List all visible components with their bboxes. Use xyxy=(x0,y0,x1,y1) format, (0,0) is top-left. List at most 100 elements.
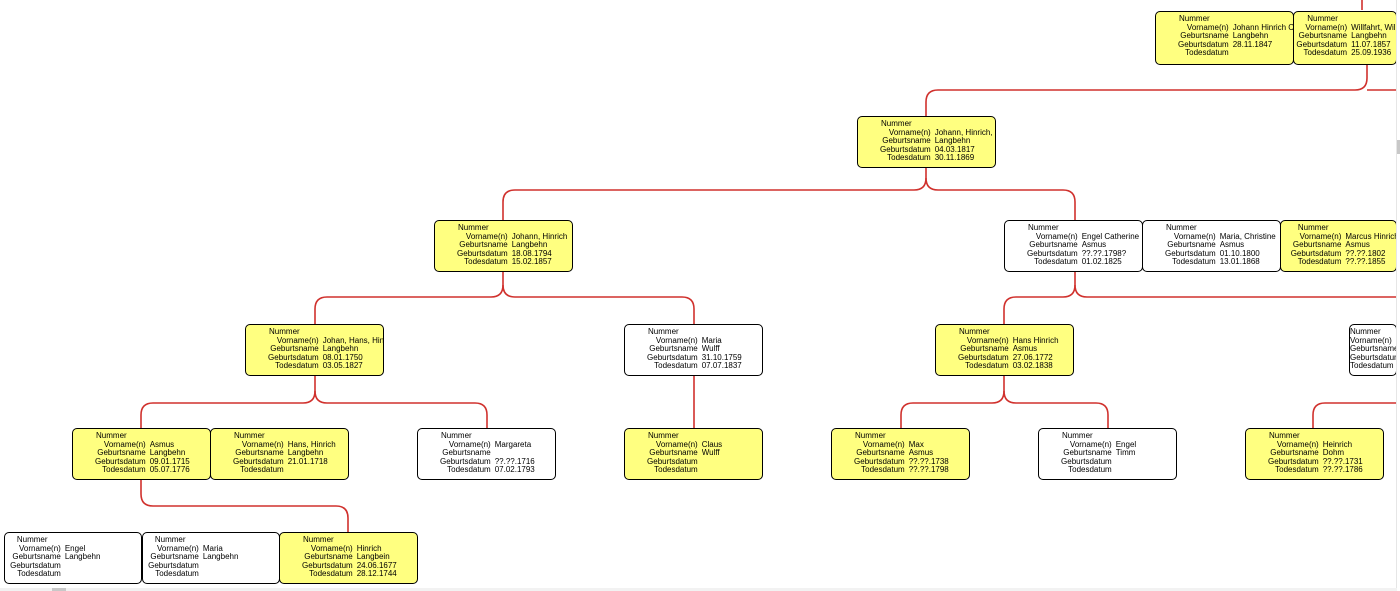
label-vorname: Vorname(n) xyxy=(1069,439,1112,449)
field-row-todesdatum: Todesdatum xyxy=(1156,49,1293,58)
label-todesdatum: Todesdatum xyxy=(447,465,491,475)
vertical-scrollbar-thumb[interactable] xyxy=(1397,140,1400,154)
label-nummer: Nummer xyxy=(441,431,472,440)
field-row-todesdatum: Todesdatum xyxy=(143,570,279,579)
value-geburtsdatum: 04.03.1817 xyxy=(934,145,975,154)
label-todesdatum: Todesdatum xyxy=(240,465,284,475)
value-todesdatum: 25.09.1936 xyxy=(1351,49,1392,58)
label-nummer: Nummer xyxy=(648,327,679,336)
label-vorname: Vorname(n) xyxy=(465,231,508,241)
vertical-scrollbar[interactable] xyxy=(1396,0,1400,591)
label-todesdatum: Todesdatum xyxy=(1350,361,1394,371)
field-row-vorname: Vorname(n)Heinrich xyxy=(1246,440,1383,450)
field-row-vorname: Vorname(n)Johan, Hans, Hinric xyxy=(246,336,383,346)
label-geburtsname: Geburtsname xyxy=(649,344,698,354)
value-geburtsname: Langbehn xyxy=(322,345,359,354)
label-nummer: Nummer xyxy=(96,431,127,440)
field-row-todesdatum: Todesdatum xyxy=(625,466,762,475)
value-todesdatum: ??.??.1786 xyxy=(1322,466,1363,475)
field-row-vorname: Vorname(n)Willfahrt, Willi xyxy=(1294,23,1396,33)
label-geburtsname: Geburtsname xyxy=(97,448,146,458)
label-geburtsname: Geburtsname xyxy=(856,448,905,458)
label-geburtsname: Geburtsname xyxy=(1292,240,1342,250)
field-row-geburtsdatum: Geburtsdatum??.??.1802 xyxy=(1281,249,1396,259)
connector-line xyxy=(925,177,1076,220)
label-geburtsname: Geburtsname xyxy=(1298,31,1348,41)
label-geburtsdatum: Geburtsdatum xyxy=(1350,352,1397,362)
value-vorname: Asmus xyxy=(149,440,175,449)
value-todesdatum: ??.??.1798 xyxy=(908,466,949,475)
label-geburtsname: Geburtsname xyxy=(442,448,491,458)
label-todesdatum: Todesdatum xyxy=(464,257,508,267)
value-geburtsname: Wulff xyxy=(701,345,720,354)
value-todesdatum xyxy=(1116,466,1176,475)
field-row-vorname: Vorname(n)Maria xyxy=(625,336,762,346)
label-todesdatum: Todesdatum xyxy=(654,465,698,475)
label-geburtsdatum: Geburtsdatum xyxy=(233,456,284,466)
label-geburtsname: Geburtsname xyxy=(1063,448,1112,458)
horizontal-scrollbar[interactable] xyxy=(0,588,1397,591)
value-vorname: Max xyxy=(908,440,924,449)
value-geburtsdatum: 09.01.1715 xyxy=(149,457,190,466)
horizontal-scrollbar-thumb[interactable] xyxy=(52,588,66,591)
label-todesdatum: Todesdatum xyxy=(1185,48,1229,58)
label-vorname: Vorname(n) xyxy=(103,439,146,449)
field-row-vorname: Vorname(n)Asmus xyxy=(73,439,210,450)
label-todesdatum: Todesdatum xyxy=(275,361,319,371)
value-geburtsdatum: 28.11.1847 xyxy=(1232,40,1273,49)
connector-line xyxy=(502,284,695,324)
label-geburtsname: Geburtsname xyxy=(12,552,61,562)
field-row-geburtsdatum: Geburtsdatum xyxy=(5,561,141,571)
value-geburtsname: Dohm xyxy=(1322,449,1345,458)
label-geburtsname: Geburtsname xyxy=(649,448,698,458)
field-row-geburtsdatum: Geburtsdatum??.??.1716 xyxy=(418,457,555,467)
value-todesdatum: 15.02.1857 xyxy=(511,258,552,267)
label-vorname: Vorname(n) xyxy=(1173,231,1216,241)
field-row-vorname: Vorname(n)Max xyxy=(832,440,969,450)
label-geburtsdatum: Geburtsdatum xyxy=(647,352,698,362)
label-geburtsname: Geburtsname xyxy=(1029,240,1078,250)
label-todesdatum: Todesdatum xyxy=(965,361,1009,371)
field-row-todesdatum: Todesdatum xyxy=(5,570,141,579)
field-row-todesdatum: Todesdatum xyxy=(1350,362,1396,371)
value-geburtsdatum: 21.01.1718 xyxy=(287,457,328,466)
